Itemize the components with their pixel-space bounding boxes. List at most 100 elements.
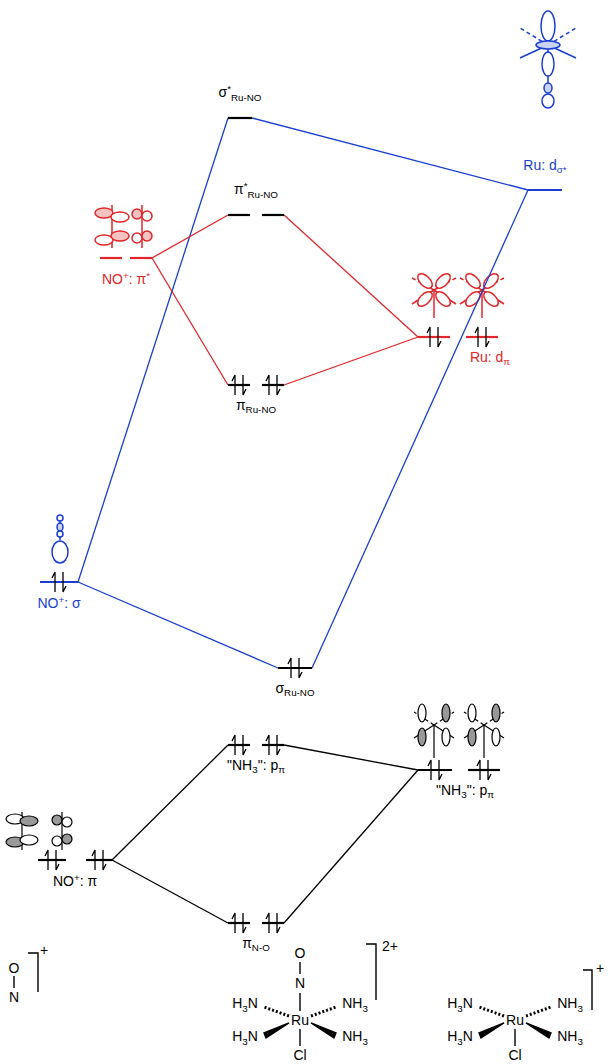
no-sigma-orbital — [57, 523, 63, 531]
level-bar — [278, 667, 312, 669]
electron-pair — [266, 913, 280, 933]
ru-dsigma-orbital — [542, 52, 554, 76]
text-part: N — [248, 995, 258, 1011]
level-bars — [278, 656, 312, 680]
electron-pair — [428, 760, 442, 780]
no-pistar-orbitals — [111, 231, 129, 241]
molecule-bonds — [526, 1023, 551, 1038]
electron-up — [477, 760, 480, 780]
electron-up — [45, 850, 48, 870]
correlation-line — [312, 190, 528, 668]
electron-down — [56, 850, 59, 870]
electron-up — [475, 327, 478, 347]
level-bar — [262, 922, 284, 924]
text-part: N — [295, 975, 305, 991]
electron-up — [428, 760, 431, 780]
level-bars — [228, 911, 284, 935]
no-pi-orbitals — [6, 812, 72, 850]
electron-pair — [266, 735, 280, 755]
electron-down — [103, 850, 106, 870]
no-pistar-orbitals — [111, 212, 129, 222]
level-label: Ru: dσ* — [523, 157, 566, 176]
correlation-line — [152, 258, 228, 385]
nh3-ppi-orbitals — [433, 725, 434, 758]
ru-dpi-orbitals — [433, 290, 435, 318]
electron-down — [243, 735, 246, 755]
text-part: π — [234, 182, 244, 198]
text-part: 3 — [457, 1003, 462, 1014]
no-pi-orbitals — [20, 816, 38, 826]
no-pistar-orbitals — [142, 211, 152, 221]
correlation-line — [284, 215, 418, 337]
electron-pair — [232, 735, 246, 755]
level-label: NO+: π* — [102, 270, 150, 288]
level-label: σ*Ru-NO — [219, 83, 262, 104]
text-part: 3 — [457, 1036, 462, 1047]
level-bars — [228, 106, 252, 130]
electron-pair — [266, 375, 280, 395]
molecule-bonds — [311, 1007, 336, 1016]
no-pistar-orbitals — [95, 205, 152, 248]
level-label: σRu-NO — [275, 680, 314, 699]
atom-label: H3N — [232, 995, 258, 1014]
level-bar — [86, 859, 112, 861]
text-part: 3 — [242, 1003, 247, 1014]
level-bar — [228, 214, 250, 216]
ru-dsigma-orbital — [520, 11, 576, 108]
correlation-line — [112, 745, 228, 860]
molecule-bonds — [366, 944, 376, 1000]
electron-up — [266, 735, 269, 755]
electron-down — [63, 572, 66, 592]
level-bars — [40, 570, 78, 594]
text-part: N — [9, 989, 19, 1005]
energy-level: "NH3": pπ — [418, 758, 500, 782]
energy-level: "NH3": pπ — [228, 733, 284, 757]
text-part: O — [9, 960, 20, 976]
level-bars — [228, 203, 284, 227]
electron-up — [52, 572, 55, 592]
text-part: N — [248, 1028, 258, 1044]
level-bar — [418, 769, 452, 771]
molecule-bonds — [299, 1029, 300, 1046]
level-bar — [228, 117, 252, 119]
electron-down — [243, 913, 246, 933]
no-pi-orbitals — [52, 836, 62, 846]
text-part: + — [74, 872, 80, 883]
text-part: 3 — [362, 1036, 367, 1047]
text-part: N-O — [252, 942, 270, 953]
level-bar — [228, 744, 250, 746]
energy-level: σ*Ru-NO — [228, 106, 252, 130]
no-sigma-orbital — [57, 531, 63, 537]
text-part: O — [295, 945, 306, 961]
electron-pair — [288, 658, 302, 678]
level-bar — [468, 769, 500, 771]
text-part: ": p — [258, 757, 279, 773]
level-bars — [100, 246, 152, 270]
energy-level: NO+: π* — [100, 246, 152, 270]
level-label: Ru: dπ — [470, 349, 510, 368]
text-part: * — [244, 180, 248, 191]
level-label: πN-O — [242, 935, 270, 954]
text-part: Ru: d — [470, 349, 503, 365]
text-part: H — [232, 995, 242, 1011]
level-label: NO+: π — [53, 872, 97, 890]
electron-down — [439, 760, 442, 780]
text-part: 3 — [461, 789, 466, 800]
no-pi-orbitals — [20, 835, 38, 845]
ru-dpi-orbitals — [412, 271, 504, 318]
electron-down — [277, 375, 280, 395]
level-bar — [38, 859, 66, 861]
molecule-bonds — [28, 953, 38, 992]
text-part: + — [58, 594, 64, 605]
text-part: * — [146, 270, 150, 281]
level-label: πRu-NO — [236, 397, 276, 416]
text-part: ": p — [467, 782, 488, 798]
text-part: + — [596, 960, 604, 976]
text-part: π — [242, 935, 252, 951]
nh3-ppi-orbitals — [414, 704, 504, 758]
molecule-bonds — [13, 976, 14, 988]
atom-label: Cl — [293, 1047, 306, 1064]
no-pistar-orbitals — [142, 231, 152, 241]
level-bars — [418, 325, 498, 349]
